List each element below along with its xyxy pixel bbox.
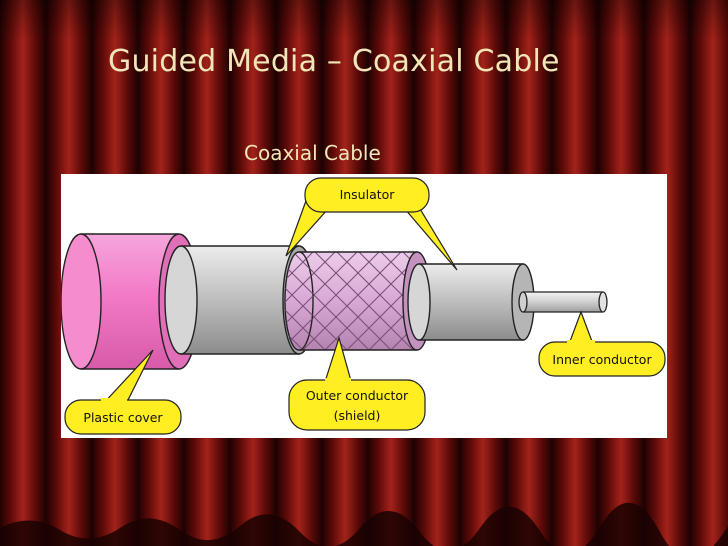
coaxial-cable-illustration: Insulator Inner conductor Outer conducto… <box>61 177 666 435</box>
page-title: Guided Media – Coaxial Cable <box>108 44 560 79</box>
slide-subtitle: Coaxial Cable <box>244 141 381 165</box>
inner-conductor-layer <box>518 291 608 313</box>
callout-inner-conductor: Inner conductor <box>538 310 666 377</box>
label-outer-conductor-shield: (shield) <box>334 408 381 423</box>
callout-insulator: Insulator <box>285 177 458 271</box>
callout-outer-conductor: Outer conductor (shield) <box>288 335 426 431</box>
label-inner-conductor: Inner conductor <box>552 352 652 367</box>
outer-conductor-layer <box>284 251 432 351</box>
label-outer-conductor: Outer conductor <box>306 388 409 403</box>
inner-insulator-layer <box>407 263 535 341</box>
label-plastic-cover: Plastic cover <box>83 410 163 425</box>
label-insulator: Insulator <box>340 187 396 202</box>
coaxial-cable-diagram: Insulator Inner conductor Outer conducto… <box>61 174 667 438</box>
callout-plastic-cover: Plastic cover <box>64 349 182 435</box>
